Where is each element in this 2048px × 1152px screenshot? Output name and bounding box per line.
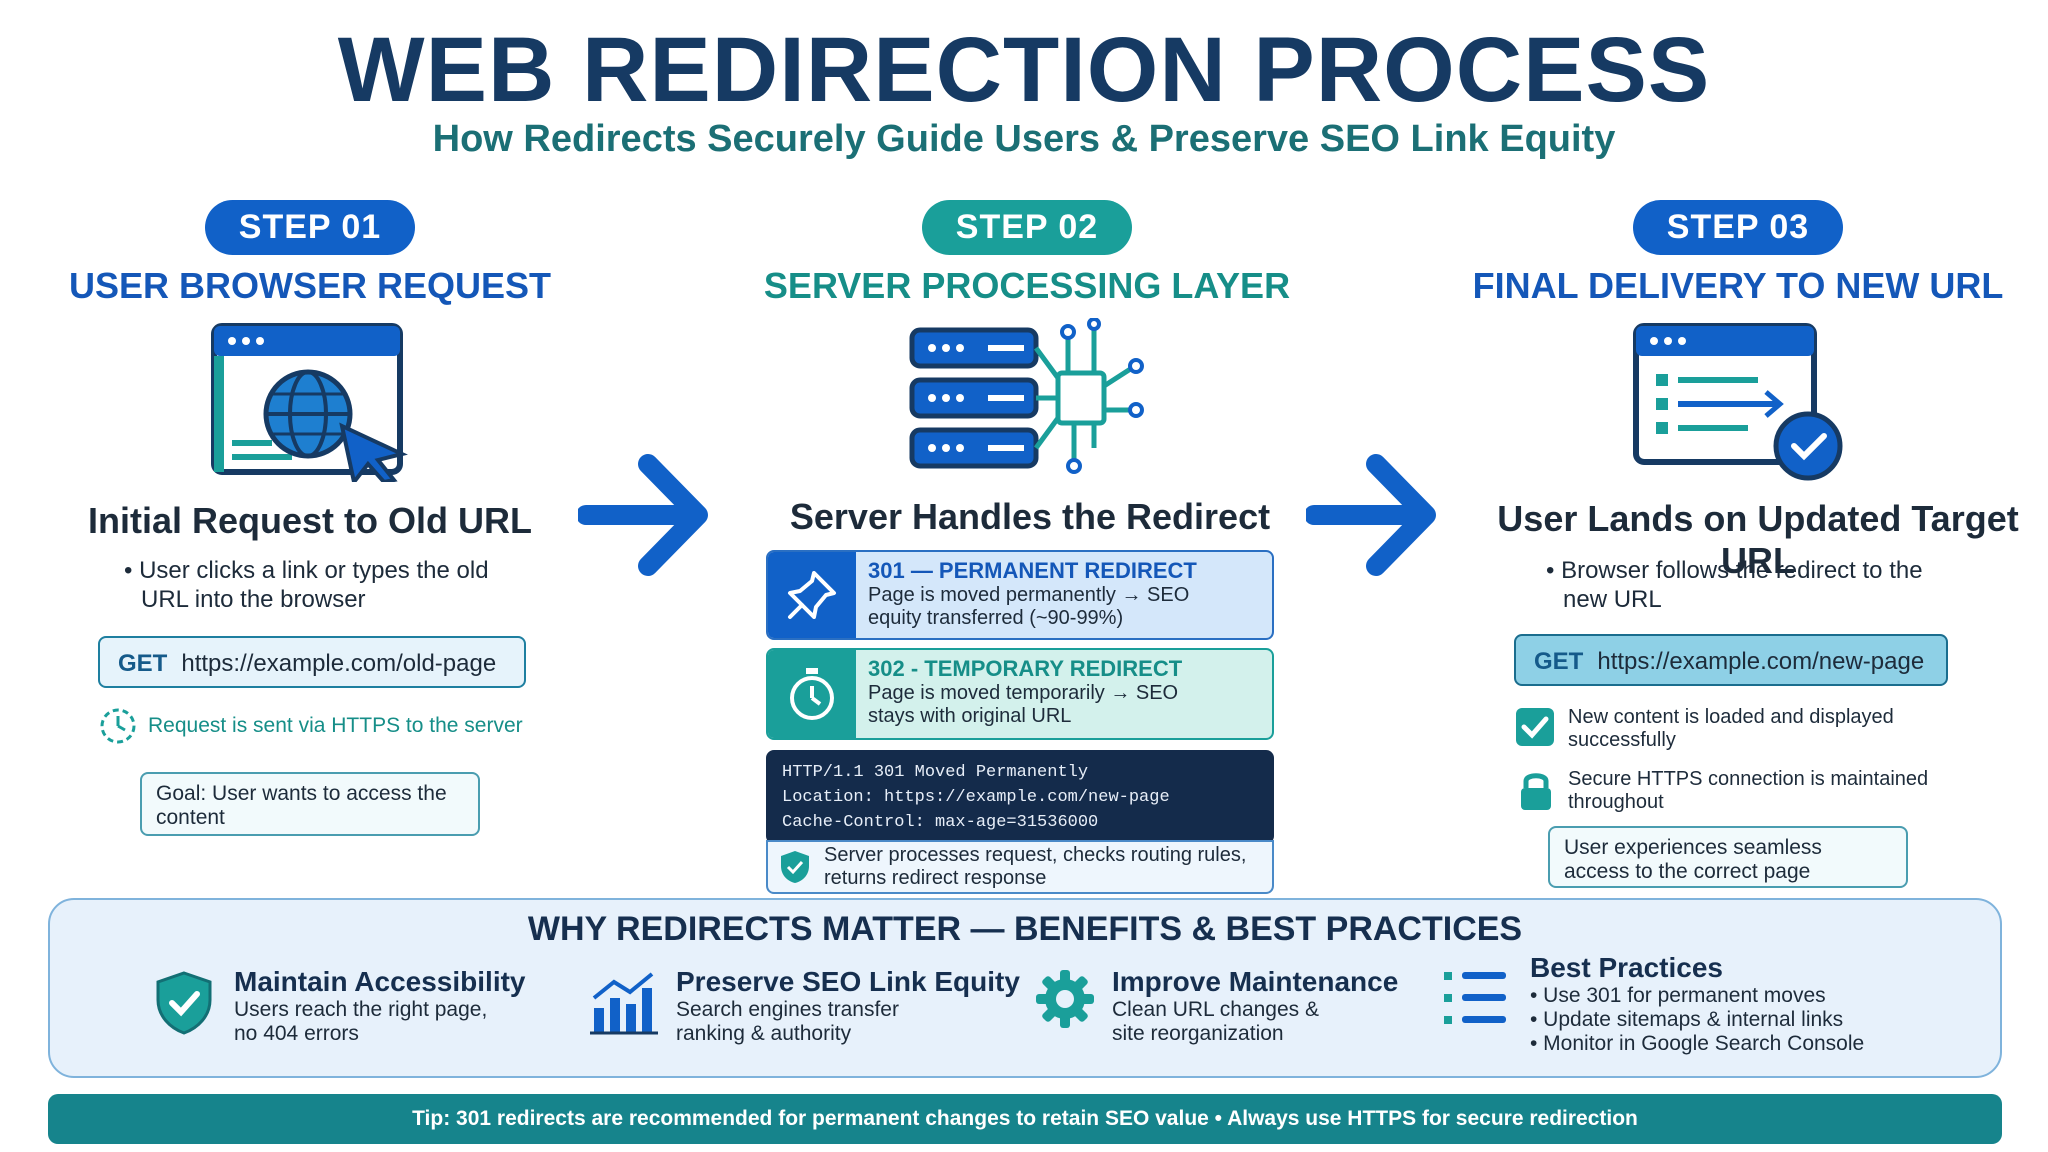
step-02-heading: Server Handles the Redirect [789,496,1271,537]
browser-list-check-icon [1633,323,1843,481]
card-301: 301 — PERMANENT REDIRECT Page is moved p… [766,550,1274,640]
gear-icon [1036,970,1094,1028]
check-item-secure: Secure HTTPS connection is maintained th… [1518,768,1968,814]
benefit-title: Improve Maintenance [1112,966,1399,997]
step-01-header: STEP 01 USER BROWSER REQUEST [0,200,630,307]
card-302: 302 - TEMPORARY REDIRECT Page is moved t… [766,648,1274,740]
pin-icon [788,571,836,619]
stopwatch-icon [790,668,834,720]
best-practice-item: • Monitor in Google Search Console [1530,1032,1865,1055]
old-url-box[interactable]: GET https://example.com/old-page [98,636,526,688]
browser-globe-cursor-icon [211,323,408,482]
check-item-secure-text: Secure HTTPS connection is maintained th… [1568,768,1929,813]
card-302-icon-wrap [768,650,856,738]
arrow-right-icon [578,454,708,576]
page-subtitle: How Redirects Securely Guide Users & Pre… [432,118,1616,160]
step-01-bullet-line: • User clicks a link or types the old [124,557,489,584]
benefit-maintenance: Improve Maintenance Clean URL changes & … [1034,966,1398,1046]
benefit-text: ranking & authority [676,1022,852,1045]
server-note: Server processes request, checks routing… [766,840,1274,894]
benefits-panel: WHY REDIRECTS MATTER — BENEFITS & BEST P… [48,898,2002,1078]
best-practice-item: • Update sitemaps & internal links [1530,1008,1844,1031]
benefit-title: Maintain Accessibility [234,966,526,997]
step-01-pill: STEP 01 [204,200,416,255]
shield-check-icon [781,851,809,883]
benefit-seo: Preserve SEO Link Equity Search engines … [590,966,1020,1046]
lock-icon [1521,773,1551,810]
benefit-title: Best Practices [1530,952,1724,983]
best-practice-item: • Use 301 for permanent moves [1530,984,1826,1007]
new-url-box[interactable]: GET https://example.com/new-page [1514,634,1948,686]
benefit-text: no 404 errors [234,1022,359,1045]
step-03-bullet-line: new URL [1563,586,1662,613]
code-line: HTTP/1.1 301 Moved Permanently [782,763,1089,782]
step-02-title: SERVER PROCESSING LAYER [763,265,1291,306]
page-title: WEB REDIRECTION PROCESS [337,19,1711,121]
card-301-icon-wrap [768,552,856,638]
step-02-header: STEP 02 SERVER PROCESSING LAYER [707,200,1347,307]
code-line: Cache-Control: max-age=31536000 [782,813,1099,832]
step-03-goal: User experiences seamless access to the … [1548,826,1908,888]
benefit-text: Users reach the right page, [234,998,488,1021]
shield-check-icon [156,971,212,1035]
server-note-text: Server processes request, checks routing… [824,844,1247,889]
new-url: https://example.com/new-page [1597,648,1925,675]
card-301-text: Page is moved permanently → SEO equity t… [868,584,1190,629]
check-item-loaded-text: New content is loaded and displayed succ… [1568,706,1894,751]
benefit-text: site reorganization [1112,1022,1284,1045]
step-03-title: FINAL DELIVERY TO NEW URL [1472,265,2004,306]
step-01-goal: Goal: User wants to access the content [140,772,480,836]
card-301-title: 301 — PERMANENT REDIRECT [868,558,1197,583]
step-03-bullet: • Browser follows the redirect to the ne… [1546,556,1966,614]
card-302-title: 302 - TEMPORARY REDIRECT [868,656,1183,681]
step-03-pill: STEP 03 [1632,200,1844,255]
benefit-best-practices: Best Practices • Use 301 for permanent m… [1440,952,1864,1056]
code-line: Location: https://example.com/new-page [782,788,1170,807]
old-url: https://example.com/old-page [181,650,497,677]
http-method: GET [1534,648,1584,675]
list-icon [1444,972,1506,1024]
benefit-text: Search engines transfer [676,998,899,1021]
step-01-bullet: • User clicks a link or types the old UR… [124,556,544,614]
checkbox-checked-icon [1516,708,1554,746]
step-03-bullet-line: • Browser follows the redirect to the [1546,557,1923,584]
benefit-accessibility: Maintain Accessibility Users reach the r… [154,966,526,1046]
clock-icon [100,708,136,744]
tip-bar: Tip: 301 redirects are recommended for p… [48,1094,2002,1144]
benefit-text: Clean URL changes & [1112,998,1320,1021]
step-03-heading: User Lands on Updated Target URL [1497,498,2019,581]
benefit-title: Preserve SEO Link Equity [676,966,1020,997]
https-note: Request is sent via HTTPS to the server [98,706,523,746]
check-item-loaded: New content is loaded and displayed succ… [1514,706,1948,752]
http-response-code: HTTP/1.1 301 Moved Permanently Location:… [766,750,1274,844]
bar-chart-icon [590,972,658,1035]
https-note-text: Request is sent via HTTPS to the server [148,714,523,737]
step-01-title: USER BROWSER REQUEST [68,265,552,306]
card-302-text: Page is moved temporarily → SEO stays wi… [868,682,1179,727]
step-03-header: STEP 03 FINAL DELIVERY TO NEW URL [1418,200,2048,307]
step-01-heading: Initial Request to Old URL [87,500,532,541]
arrow-right-icon [1306,454,1436,576]
step-02-pill: STEP 02 [921,200,1133,255]
benefits-title: WHY REDIRECTS MATTER — BENEFITS & BEST P… [527,910,1523,948]
server-circuit-icon [909,318,1144,474]
http-method: GET [118,650,168,677]
step-01-bullet-line: URL into the browser [141,586,366,613]
